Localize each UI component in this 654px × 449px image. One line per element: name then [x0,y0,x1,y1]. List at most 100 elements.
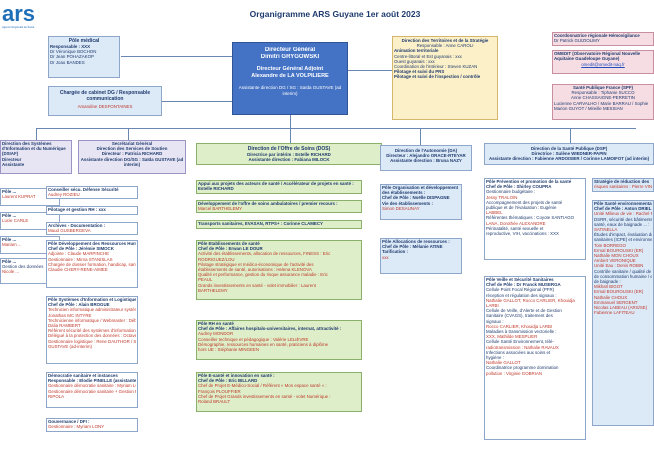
spf-box: Santé Publique France (SPF) Responsable … [552,84,654,120]
dos-box-line: PEAUL [198,277,213,283]
sg-box-line: Maud GUSBERGEVA [48,228,91,234]
da-box-line: Chef de Pôle : Noëlle DISPAGNE [382,195,450,201]
dsp-box-line: Accompagnement des projets de santé [486,199,563,205]
dts-line: Pilotage et suivi de l'inspection / cont… [394,74,481,80]
dos-box-line: établissements de santé, autorisations :… [198,267,312,273]
dos-box-line: Chef de Projet Grands investissements en… [198,393,331,399]
connector-cabinet [162,101,232,102]
da-box-line: Pôle Organisation et développement des é… [382,185,459,196]
dsp-box-line: Pôle Prévention et promotion de la santé [486,179,572,184]
right-col-line: Nicolas LABEAU (ARS/SE) [594,305,648,311]
dsi-box-line: Lucie CARLE [2,218,29,224]
pole-medical-line: Responsable : XXX [50,44,91,49]
dos-box-line: Pôle Etablissements de santé [198,241,260,246]
dos-box-line: Pôle E-santé et innovation en santé : [198,373,275,378]
dsp-box-line: Coordinatrice programme domination [486,365,559,371]
sg-header-line: Assistante direction DG/SG : Saïda GUSTA… [80,156,184,167]
dos-box-line: Qualité et performance, gestion du risqu… [198,272,328,278]
sg-box-5: Pôle Systèmes d'Information et Logistiqu… [46,296,138,364]
sg-box-line: Archives - Documentation : [48,223,106,228]
dos-box-line: Démographie, ressources humaines en sant… [198,341,329,347]
dts-line: Animation territoriale [394,48,439,54]
sg-box-line: Gestionnaire démocratie sanitaire : Myri… [48,383,136,389]
sg-box-line: Démocratie sanitaire et instances [48,373,118,378]
sg-box-3: Archives - Documentation : Maud GUSBERGE… [46,222,138,235]
right-col-line: Études d'impact, évaluation des [594,232,652,238]
right-col-box-1: Stratégie de réduction des risques sanit… [592,178,654,192]
spf-title: Santé Publique France (SPF) [572,85,633,90]
sg-box-line: GUSTAVE (ad-interim) [48,343,92,349]
pole-medical-box: Pôle médical Responsable : XXX Dr Véroni… [48,36,120,78]
dts-line: Responsable : Anne CAROLI [416,43,474,49]
dos-box-line: Marcel BARTHELEMY [198,206,243,212]
dsp-box-line: Jessy TRALO/N [486,194,518,200]
sg-box-line: Pôle Systèmes d'Information et Logistiqu… [48,297,136,302]
da-header-line: Directeur : Alejandro ORACE-RTEYAR [386,153,466,159]
dsp-box-line: Cellule Santé Environnement, télé- [486,339,554,345]
omedit-title: OMEDIT (Observatoire Régional Nouvelle A… [554,51,641,62]
dos-box-line: François PLOUFFIER [198,388,241,394]
dsp-box-line: pollution : Virginie GOBRIAN [486,370,543,376]
dos-box-line: Roland BRAULT [198,399,231,405]
right-col-line: Contrôle sanitaire / qualité de l'eau [594,268,652,274]
connector-drop-sg [128,128,129,140]
right-col-line: de consommation humaine / eaux [594,273,652,279]
ars-logo-subtitle: Agence Régionale de Santé [2,26,35,29]
dsp-box-line: réception et régulation des signaux : [486,292,557,298]
omedit-box: OMEDIT (Observatoire Régional Nouvelle A… [552,50,654,74]
dg-name: Dimitri GRYGOWSKI [260,54,320,60]
sg-box-line: Gestionnaire : Myriam LONY [48,424,105,430]
ars-logo: ars Agence Régionale de Santé [2,2,42,32]
page-title: Organigramme ARS Guyane 1er août 2023 [249,9,421,19]
sg-box-line: Technicien informatique administrateur s… [48,307,136,313]
dsp-header-line: Assistante direction : Fabienne ARDOISIE… [488,156,650,162]
dts-line: Centre-littoral et Est guyanais : xxx [394,53,462,59]
dsi-box-1: Pôle ... Laurent KUPRAT [0,188,60,206]
right-col-line: Pôle Santé environnementale [594,201,652,206]
sg-box-line: Pôle Développement des Ressources Humain… [48,241,136,246]
pole-medical-line: Dr Joao BANDES [50,59,85,65]
dsp-box-1: Pôle Prévention et promotion de la santé… [484,178,586,260]
connector-drop-dsi [36,128,37,140]
dos-header-line: Assistante direction : Fabiana MILOCK [248,157,330,163]
dsp-box-line: Maladies à transmission vectorielle : [486,329,557,335]
sg-header-line: Directeur : Patricia RICHARD [101,151,163,157]
dos-box-3: Transports sanitaires, EVASAN, RTPS+ : C… [196,220,362,229]
dsp-box-line: Chef de Pôle : Dr Franck MUSERGA [486,282,561,288]
pole-medical-line: Dr Véronique BOCHON [50,49,97,55]
dsi-header-line: Directeur [2,156,22,162]
dos-box-1: Appui aux projets des acteurs de santé /… [196,180,362,194]
sg-box-7: Gouvernance / DFI : Gestionnaire : Myria… [46,418,138,432]
da-box-line: Chef de Pôle : Mélanie ATINE [382,244,443,250]
ars-logo-text: ars [2,1,36,26]
dsp-box-line: publique et de l'évaluation : Eugénie [486,205,557,211]
dsp-box-line: Périnatalité, santé sexuelle et [486,225,544,231]
coord-hemovigilance-box: Coordonnatrice régionale Hémovigilance D… [552,32,654,46]
dsp-header-line: Directrice : Sulène WIEDNER-PAPIN [531,151,607,157]
sg-box-line: Pilotage et gestion RH : xxx [48,207,106,212]
dsi-header-box: Direction des Systèmes d'Information et … [0,140,72,174]
dsp-box-line: Cellule Point Focal Régional (PFR) [486,287,555,293]
sg-box-line: Gestionnaire : Mirna STANISLAS [48,256,113,262]
da-box-line: Simon DESAUNAY [382,205,420,211]
right-col-line: Unité Eau : Denis ROBIN [594,263,644,269]
da-box-line: xxx [382,254,389,260]
dsp-box-line: LANA, Dorothée ALEXANDRE [486,220,546,226]
pole-medical-line: Dr Jean POHAZAKOP [50,54,94,60]
sg-box-line: Délégué à la protection des données : Oc… [48,333,136,339]
coord-title: Coordonnatrice régionale Hémovigilance [554,33,640,38]
dsp-box-2: Pôle Veille et Sécurité Sanitaires Chef … [484,276,586,440]
dos-box-line: Audrey MONDOR [198,331,234,337]
dos-box-6: Pôle E-santé et innovation en santé : Ch… [196,372,362,412]
connector-pole-medical [121,56,232,57]
dsp-box-line: Nathalie GALLOT, Rocco CARLIER, Khouidja [486,297,575,303]
right-col-line: Tom BORREGO [594,242,626,248]
right-col-line: de baignade : [594,279,621,285]
dts-box: Direction des Territoires et de la Strat… [392,36,498,120]
dsp-box-line: LARBI [486,303,499,309]
da-header-box: Direction de l'Autonomie (DA) Directeur … [380,145,472,171]
dos-box-4: Pôle Etablissements de santé Chef de Pôl… [196,240,362,300]
right-col-line: Nathalie CHOUX [594,294,628,300]
sg-box-line: Dalia RAMBERT [48,323,81,329]
sg-box-2: Pilotage et gestion RH : xxx [46,206,138,215]
